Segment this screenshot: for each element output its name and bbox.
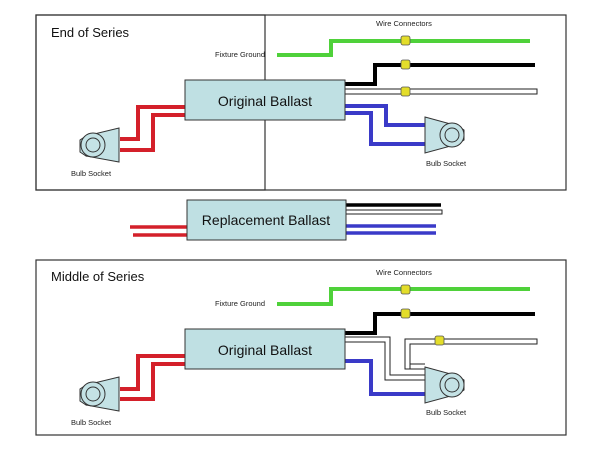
bulb-socket-label: Bulb Socket <box>71 169 112 178</box>
replacement-ballast-label: Replacement Ballast <box>202 212 331 228</box>
wire-connectors-label: Wire Connectors <box>376 268 432 277</box>
ballast-label: Original Ballast <box>218 342 312 358</box>
bulb-socket-left <box>79 376 120 412</box>
red-lamp-wires <box>130 225 187 237</box>
panel-title: Middle of Series <box>51 269 145 284</box>
wire-connector <box>400 35 411 46</box>
fixture-ground-label: Fixture Ground <box>215 50 265 59</box>
replacement-ballast-group: Replacement Ballast <box>130 199 443 241</box>
bulb-socket-right <box>424 116 465 154</box>
wire-connector <box>434 335 445 346</box>
ground-wire <box>277 39 530 57</box>
panel-frame <box>35 259 567 436</box>
hot-wire <box>345 63 535 86</box>
original-ballast: Original Ballast <box>184 328 346 370</box>
bulb-socket-left <box>79 127 120 163</box>
neutral-wire <box>344 88 538 95</box>
wire-connector <box>400 86 411 97</box>
panel-frame <box>35 14 567 191</box>
blue-lamp-wires <box>345 104 425 146</box>
panel-middle-of-series: Middle of Series Fixture Ground Wire Con… <box>35 259 567 436</box>
wire-connector <box>400 59 411 70</box>
original-ballast: Original Ballast <box>184 79 346 121</box>
wire-connector <box>400 284 411 295</box>
bulb-socket-label: Bulb Socket <box>71 418 112 427</box>
bulb-socket-label: Bulb Socket <box>426 408 467 417</box>
panel-end-of-series: End of Series Fixture Ground Wire Connec… <box>35 14 567 191</box>
replacement-ballast <box>186 199 347 241</box>
bulb-socket-label: Bulb Socket <box>426 159 467 168</box>
red-lamp-wires <box>120 354 185 401</box>
wire-connector <box>400 308 411 319</box>
red-lamp-wires <box>120 105 185 152</box>
ballast-label: Original Ballast <box>218 93 312 109</box>
bulb-socket-right <box>424 366 465 404</box>
panel-title: End of Series <box>51 25 130 40</box>
blue-lamp-wire <box>345 359 425 396</box>
neutral-wire <box>345 209 443 215</box>
blue-lamp-wires <box>346 224 436 235</box>
wire-connectors-label: Wire Connectors <box>376 19 432 28</box>
ground-wire <box>277 287 530 306</box>
hot-wire <box>345 312 535 335</box>
fixture-ground-label: Fixture Ground <box>215 299 265 308</box>
